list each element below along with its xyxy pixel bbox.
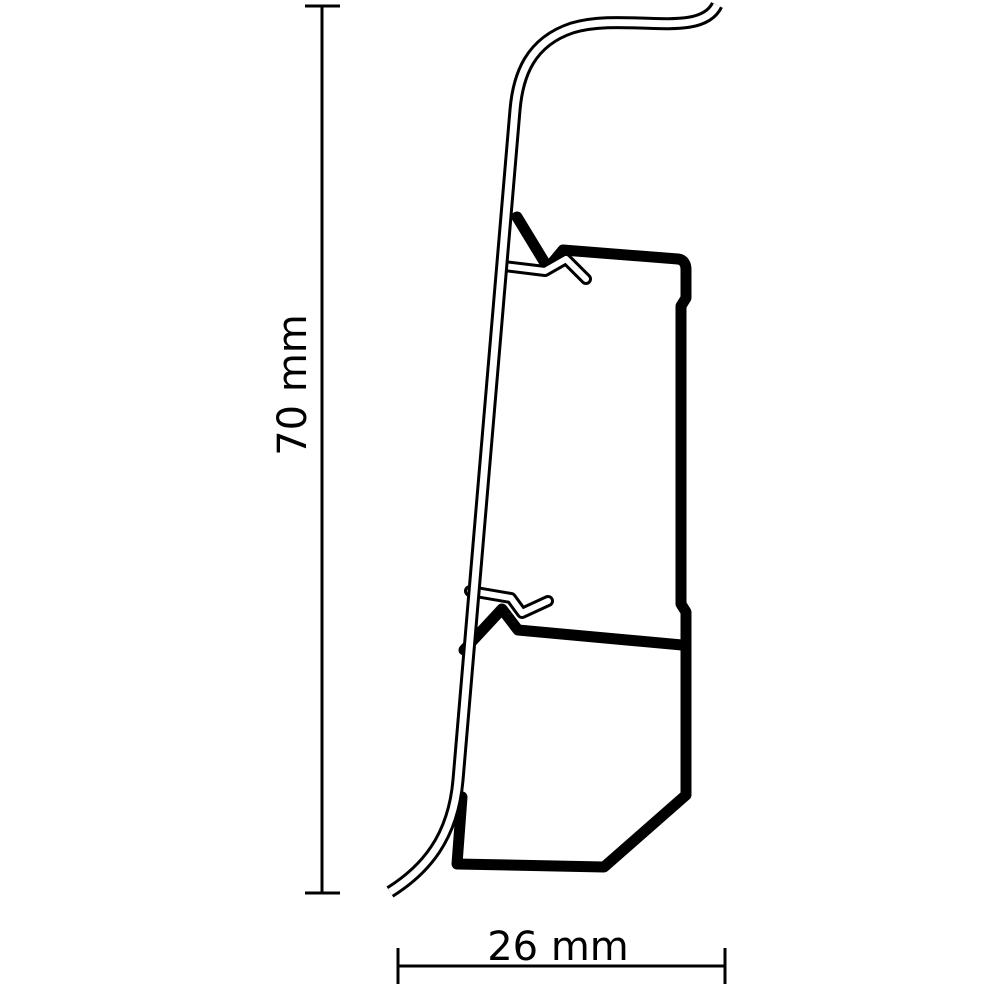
- height-dimension: [305, 4, 340, 895]
- front-plate-fill: [388, 3, 721, 895]
- height-label: 70 mm: [270, 314, 316, 456]
- profile-body: [451, 211, 692, 873]
- width-label: 26 mm: [487, 924, 629, 970]
- profile-outer-wall: [451, 211, 692, 873]
- profile-middle-wall: [458, 603, 688, 656]
- width-dimension: [396, 948, 727, 984]
- front-plate-outline: [386, 1, 723, 898]
- profile-hooks: [464, 253, 592, 619]
- bottom-hook-fill: [467, 588, 551, 616]
- top-hook-fill: [501, 256, 589, 282]
- front-plate: [386, 1, 723, 898]
